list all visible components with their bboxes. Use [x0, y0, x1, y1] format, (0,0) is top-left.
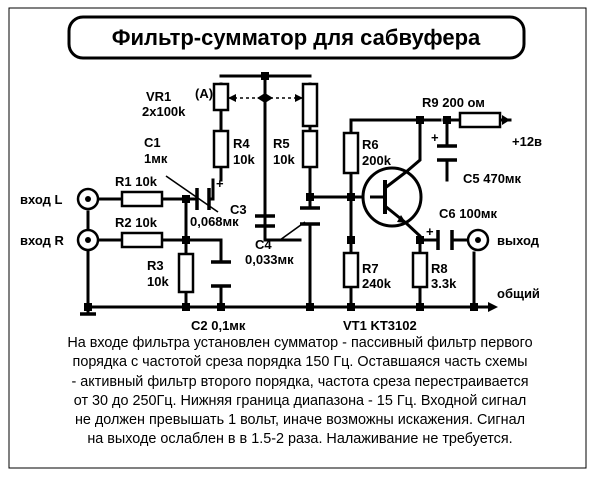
title-box	[67, 15, 526, 60]
common-label: общий	[497, 286, 540, 301]
supply-arrow-icon	[502, 115, 510, 125]
capacitor-c1: +	[165, 175, 224, 213]
vr1-value-label: 2x100k	[142, 104, 186, 119]
r8-label: R8	[431, 261, 448, 276]
resistor-r4	[212, 129, 230, 169]
r6-label: R6	[362, 137, 379, 152]
vr1-label: VR1	[146, 89, 171, 104]
transistor-vt1	[361, 166, 423, 228]
c5-plus-mark: +	[431, 130, 439, 145]
r6-value-label: 200k	[362, 153, 392, 168]
diagram-title: Фильтр-сумматор для сабвуфера	[112, 25, 481, 50]
c1-plus-mark: +	[216, 176, 224, 191]
outer-border	[8, 7, 587, 469]
output-label: выход	[497, 233, 540, 248]
resistor-r3	[177, 252, 195, 294]
input-right-label: вход R	[20, 233, 65, 248]
r9-label: R9 200 ом	[422, 95, 485, 110]
r4-label: R4	[233, 136, 250, 151]
common-arrow-icon	[488, 302, 498, 312]
c4-label: C4	[255, 237, 272, 252]
resistor-r9	[458, 111, 502, 129]
input-left-jack	[76, 187, 100, 211]
r8-value-label: 3.3k	[431, 276, 457, 291]
capacitor-c5: +	[431, 130, 457, 162]
description-text: На входе фильтра установлен сумматор - п…	[67, 335, 533, 448]
c6-label: C6 100мк	[439, 206, 498, 221]
c1-value-label: 1мк	[144, 151, 168, 166]
r5-label: R5	[273, 136, 290, 151]
output-jack	[466, 228, 490, 252]
capacitor-c4	[279, 206, 320, 241]
resistor-r8	[411, 251, 429, 289]
r1-label: R1 10k	[115, 174, 158, 189]
resistor-r2	[120, 231, 164, 249]
c4-value-label: 0,033мк	[245, 252, 294, 267]
resistor-r7	[342, 251, 360, 289]
r4-value-label: 10k	[233, 152, 255, 167]
c1-label: C1	[144, 135, 161, 150]
r7-label: R7	[362, 261, 379, 276]
vr1-channel-label: (A)	[195, 86, 213, 101]
c5-label: C5 470мк	[463, 171, 522, 186]
junctions	[84, 72, 478, 311]
resistor-r1	[120, 190, 164, 208]
resistor-r5	[301, 129, 319, 169]
r3-label: R3	[147, 258, 164, 273]
capacitor-c3	[255, 214, 275, 228]
resistor-r6	[342, 131, 360, 175]
r7-value-label: 240k	[362, 276, 392, 291]
vt1-label: VT1 KT3102	[343, 318, 417, 333]
input-right-jack	[76, 228, 100, 252]
c6-plus-mark: +	[426, 224, 434, 239]
r3-value-label: 10k	[147, 274, 169, 289]
potentiometer-vr1	[212, 82, 319, 128]
c2-label: C2 0,1мк	[191, 318, 246, 333]
capacitor-c2	[211, 260, 231, 288]
supply-label: +12в	[512, 134, 542, 149]
r5-value-label: 10k	[273, 152, 295, 167]
capacitor-c6: +	[426, 224, 454, 250]
c3-label: C3	[230, 202, 247, 217]
c3-value-label: 0,068мк	[190, 214, 239, 229]
r2-label: R2 10k	[115, 215, 158, 230]
input-left-label: вход L	[20, 192, 63, 207]
